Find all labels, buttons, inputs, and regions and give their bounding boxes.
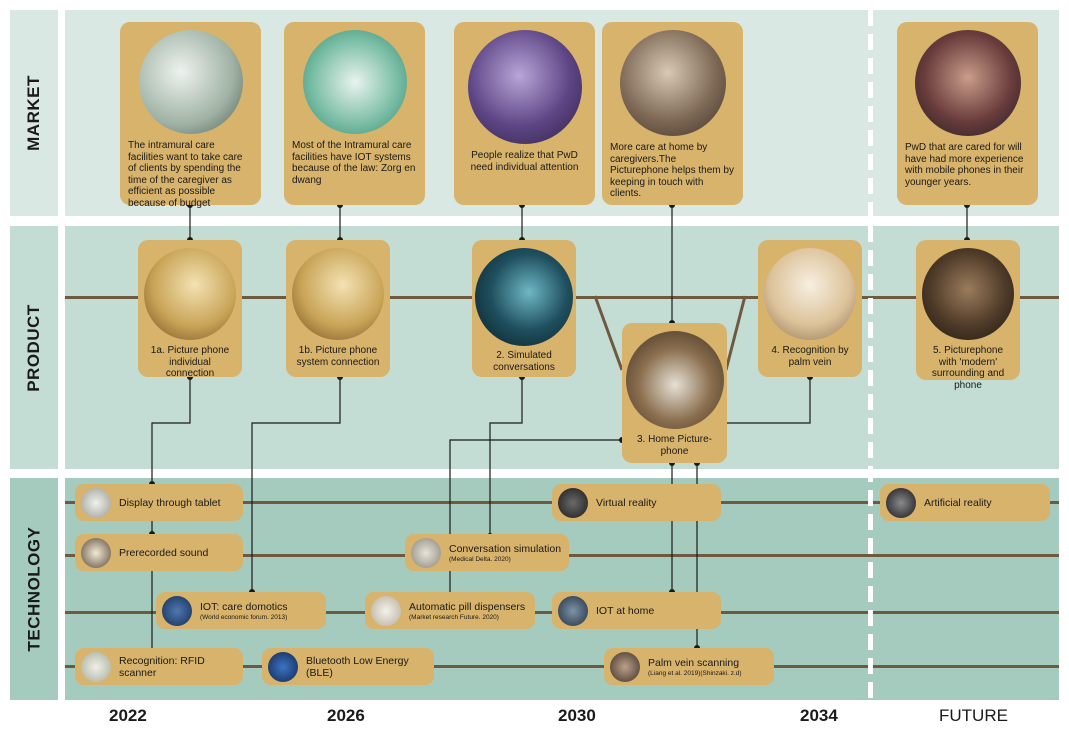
tech-display-tablet: Display through tablet xyxy=(75,484,243,521)
market-card-home-care: More care at home by caregivers.The Pict… xyxy=(602,22,743,205)
iot-icon xyxy=(162,595,192,626)
year-2026: 2026 xyxy=(327,706,365,725)
technology-band xyxy=(10,478,58,700)
year-future: FUTURE xyxy=(939,706,1008,725)
product-card-4: 4. Recognition by palm vein xyxy=(758,240,862,377)
paperwork-photo-icon xyxy=(138,30,243,134)
product-card-1a: 1a. Picture phone individual connection xyxy=(138,240,242,379)
palm-scan-icon xyxy=(610,651,640,682)
tech-iot-at-home: IOT at home xyxy=(552,592,721,629)
tech-virtual-reality: Virtual reality xyxy=(552,484,721,521)
market-card-individual-attention: People realize that PwD need individual … xyxy=(454,22,595,205)
market-card-iot-law: Most of the Intramural care facilities h… xyxy=(284,22,425,205)
picture-phone-room-icon xyxy=(144,248,236,340)
year-2030: 2030 xyxy=(558,706,596,725)
product-card-3: 3. Home Picture-phone xyxy=(622,323,727,463)
tech-prerecorded-sound: Prerecorded sound xyxy=(75,534,243,571)
tech-ble: Bluetooth Low Energy (BLE) xyxy=(262,648,434,685)
home-care-photo-icon xyxy=(619,30,726,136)
market-card-mobile-experience: PwD that are cared for will have had mor… xyxy=(897,22,1038,205)
caregiver-photo-icon xyxy=(467,30,582,144)
tech-palm-vein-scanning: Palm vein scanning(Liang et al. 2019)(Sh… xyxy=(604,648,774,685)
ai-face-icon xyxy=(475,248,573,346)
product-card-5: 5. Picturephone with 'modern' surroundin… xyxy=(916,240,1020,391)
future-divider xyxy=(868,10,873,700)
mobile-phone-photo-icon xyxy=(914,30,1021,136)
picture-phone-room-icon xyxy=(292,248,384,340)
tech-conversation-simulation: Conversation simulation(Medical Delta. 2… xyxy=(405,534,569,571)
flip-phone-icon xyxy=(922,248,1014,340)
sound-wave-icon xyxy=(81,537,111,568)
iot-network-illustration-icon xyxy=(302,30,407,134)
rfid-scanner-icon xyxy=(81,651,111,682)
tech-iot-care-domotics: IOT: care domotics(World economic forum.… xyxy=(156,592,326,629)
palm-scanner-icon xyxy=(764,248,856,340)
circuit-board-icon xyxy=(268,651,298,682)
tech-artificial-reality: Artificial reality xyxy=(880,484,1050,521)
year-2034: 2034 xyxy=(800,706,838,725)
smart-home-icon xyxy=(558,595,588,626)
product-card-1b: 1b. Picture phone system connection xyxy=(286,240,390,377)
product-band xyxy=(10,226,58,469)
person-hologram-icon xyxy=(886,487,916,518)
market-card-budget: The intramural care facilities want to t… xyxy=(120,22,261,209)
market-band xyxy=(10,10,58,216)
telephone-icon xyxy=(411,537,441,568)
pill-dispenser-icon xyxy=(371,595,401,626)
year-2022: 2022 xyxy=(109,706,147,725)
vr-headset-icon xyxy=(558,487,588,518)
tablet-icon xyxy=(81,487,111,518)
product-card-2: 2. Simulated conversations xyxy=(472,240,576,377)
desk-telephone-icon xyxy=(625,331,724,429)
tech-rfid-scanner: Recognition: RFID scanner xyxy=(75,648,243,685)
tech-track-4 xyxy=(65,665,1059,668)
tech-pill-dispensers: Automatic pill dispensers(Market researc… xyxy=(365,592,535,629)
